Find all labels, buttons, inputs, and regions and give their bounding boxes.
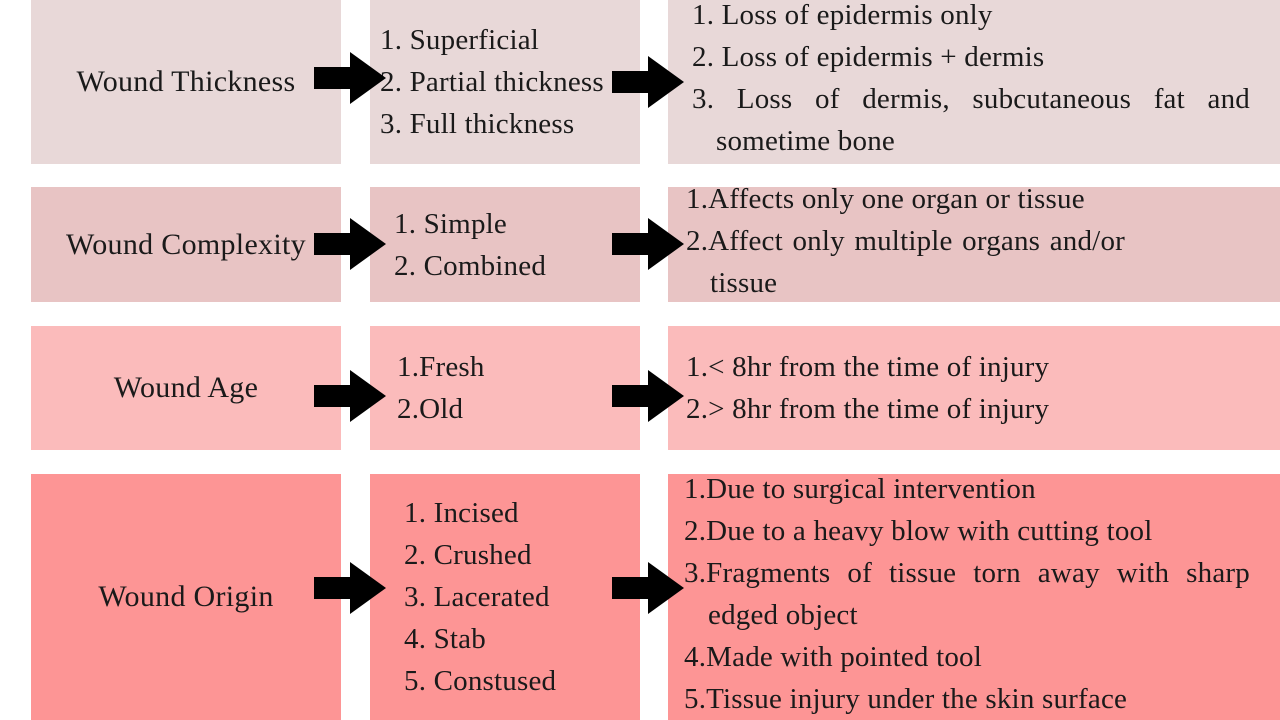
category-label: Wound Complexity [66, 227, 306, 261]
types-box-origin: 1. Incised 2. Crushed 3. Lacerated 4. St… [370, 474, 640, 720]
list-item: 1. Incised [404, 497, 519, 529]
list-item: 1.Fresh [397, 351, 485, 383]
right-arrow-icon [612, 370, 684, 422]
types-box-thickness: 1. Superficial 2. Partial thickness 3. F… [370, 0, 640, 164]
category-label: Wound Origin [98, 580, 274, 613]
descriptions-box-complexity: 1.Affects only one organ or tissue 2.Aff… [668, 183, 1280, 302]
list-item: 2. Partial thickness [380, 66, 604, 98]
right-arrow-icon [612, 218, 684, 270]
list-item: 3. Full thickness [380, 108, 575, 140]
category-box-origin: Wound Origin [31, 474, 341, 720]
right-arrow-icon [612, 562, 684, 614]
list-item: 2.Affect only multiple organs and/or tis… [686, 224, 1125, 299]
list-item: 2.> 8hr from the time of injury [686, 393, 1050, 425]
descriptions-box-thickness: 1. Loss of epidermis only 2. Loss of epi… [668, 0, 1280, 164]
descriptions-list: 1.< 8hr from the time of injury 2.> 8hr … [686, 346, 1049, 430]
list-item: 2.Due to a heavy blow with cutting tool [684, 515, 1153, 547]
category-box-thickness: Wound Thickness [31, 0, 341, 164]
list-item: 5. Constused [404, 665, 557, 697]
list-item: 4. Stab [404, 623, 486, 655]
list-item: 2. Loss of epidermis + dermis [692, 41, 1045, 73]
list-item: 3. Loss of dermis, subcutaneous fat and … [692, 83, 1250, 157]
types-list: 1. Incised 2. Crushed 3. Lacerated 4. St… [404, 492, 556, 702]
descriptions-box-origin: 1.Due to surgical intervention 2.Due to … [668, 473, 1280, 720]
list-item: 1. Simple [394, 207, 507, 240]
right-arrow-icon [612, 56, 684, 108]
descriptions-box-age: 1.< 8hr from the time of injury 2.> 8hr … [668, 326, 1280, 450]
list-item: 2.Old [397, 393, 464, 425]
list-item: 1.Due to surgical intervention [684, 473, 1036, 505]
list-item: 1. Loss of epidermis only [692, 0, 993, 31]
category-box-age: Wound Age [31, 326, 341, 450]
list-item: 5.Tissue injury under the skin surface [684, 683, 1128, 715]
types-list: 1. Superficial 2. Partial thickness 3. F… [380, 19, 604, 145]
category-box-complexity: Wound Complexity [31, 187, 341, 302]
list-item: 1.Affects only one organ or tissue [686, 182, 1085, 215]
types-list: 1.Fresh 2.Old [397, 346, 485, 430]
list-item: 2. Combined [394, 249, 547, 282]
right-arrow-icon [314, 218, 386, 270]
list-item: 1. Superficial [380, 24, 540, 56]
category-label: Wound Age [113, 371, 259, 404]
types-box-age: 1.Fresh 2.Old [370, 326, 640, 450]
right-arrow-icon [314, 52, 386, 104]
category-label: Wound Thickness [76, 65, 296, 98]
types-box-complexity: 1. Simple 2. Combined [370, 187, 640, 302]
list-item: 1.< 8hr from the time of injury [686, 351, 1050, 383]
descriptions-list: 1.Affects only one organ or tissue 2.Aff… [686, 178, 1125, 304]
list-item: 3.Fragments of tissue torn away with sha… [684, 557, 1250, 631]
descriptions-list: 1. Loss of epidermis only 2. Loss of epi… [692, 0, 1250, 162]
descriptions-list: 1.Due to surgical intervention 2.Due to … [684, 468, 1250, 720]
right-arrow-icon [314, 370, 386, 422]
list-item: 4.Made with pointed tool [684, 641, 982, 673]
right-arrow-icon [314, 562, 386, 614]
types-list: 1. Simple 2. Combined [394, 203, 546, 287]
list-item: 3. Lacerated [404, 581, 550, 613]
list-item: 2. Crushed [404, 539, 532, 571]
